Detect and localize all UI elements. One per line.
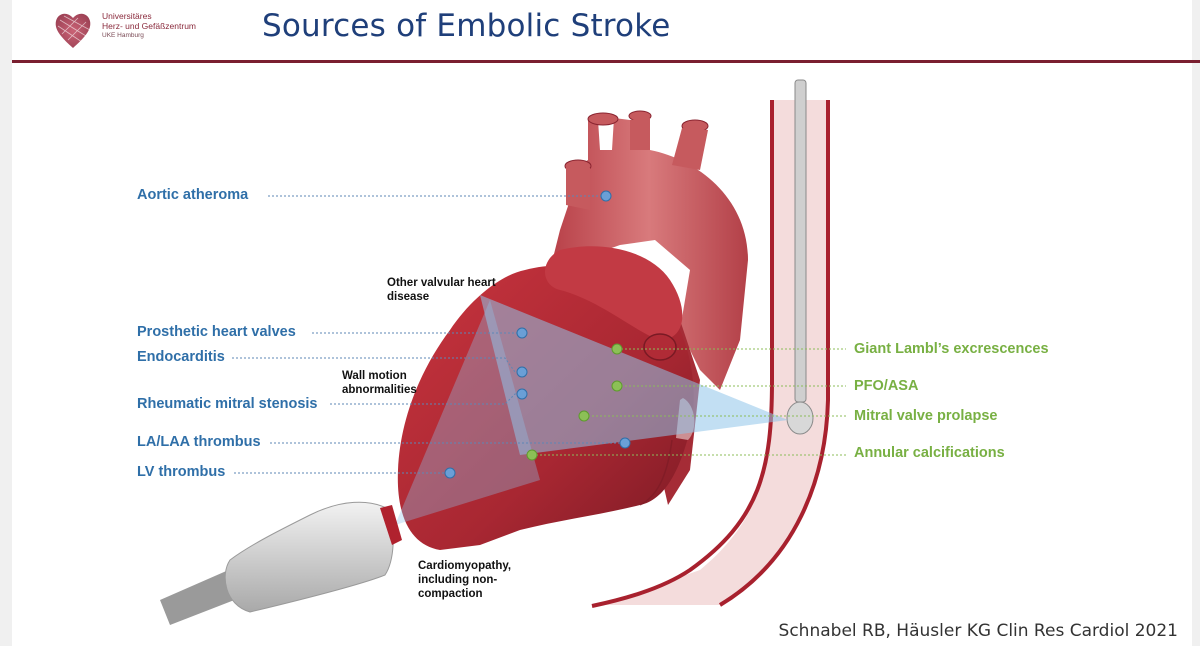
annotation-other-valvular: Other valvular heart disease [387, 277, 496, 303]
annotation-wall-motion: Wall motion abnormalities [342, 370, 417, 396]
logo-line-2: Herz- und Gefäßzentrum [102, 20, 197, 31]
citation: Schnabel RB, Häusler KG Clin Res Cardiol… [778, 621, 1178, 641]
label-aortic-atheroma: Aortic atheroma [137, 187, 249, 203]
esophagus [591, 100, 830, 608]
title-divider [12, 60, 1200, 63]
label-mitral-valve-prolapse: Mitral valve prolapse [854, 408, 998, 424]
blue-markers [444, 190, 631, 479]
uke-logo-icon [55, 13, 91, 48]
logo-text: Universitäres Herz- und Gefäßzentrum UKE… [102, 11, 197, 41]
left-gutter [0, 0, 12, 646]
marker-aortic [600, 190, 612, 202]
label-annular-calcifications: Annular calcifications [854, 445, 1005, 461]
label-pfo-asa: PFO/ASA [854, 378, 919, 394]
label-rheumatic-mitral-stenosis: Rheumatic mitral stenosis [137, 396, 318, 412]
tee-probe [786, 79, 814, 435]
marker-lv [444, 467, 456, 479]
ultrasound-beams [395, 295, 788, 525]
transthoracic-probe [160, 501, 402, 625]
marker-endocarditis [516, 366, 528, 378]
marker-mvp [578, 410, 590, 422]
label-lv-thrombus: LV thrombus [137, 464, 226, 480]
label-giant-lambl: Giant Lambl’s excrescences [854, 341, 1049, 357]
label-prosthetic-valves: Prosthetic heart valves [137, 324, 296, 340]
label-la-laa-thrombus: LA/LAA thrombus [137, 434, 261, 450]
label-endocarditis: Endocarditis [137, 349, 225, 365]
right-gutter [1192, 0, 1200, 646]
marker-prosthetic [516, 327, 528, 339]
logo-line-3: UKE Hamburg [102, 32, 144, 39]
annotation-cardiomyopathy: Cardiomyopathy, including non-compaction [418, 560, 512, 600]
marker-rheumatic [516, 388, 528, 400]
marker-annular [526, 449, 538, 461]
right-leader-lines [532, 348, 846, 456]
slide-header: Universitäres Herz- und Gefäßzentrum UKE… [12, 0, 1192, 60]
marker-pfo [611, 380, 623, 392]
marker-lambl [611, 343, 623, 355]
logo-line-1: Universitäres [102, 11, 152, 21]
slide-title: Sources of Embolic Stroke [262, 8, 671, 44]
marker-la-laa [619, 437, 631, 449]
green-markers [526, 343, 623, 461]
